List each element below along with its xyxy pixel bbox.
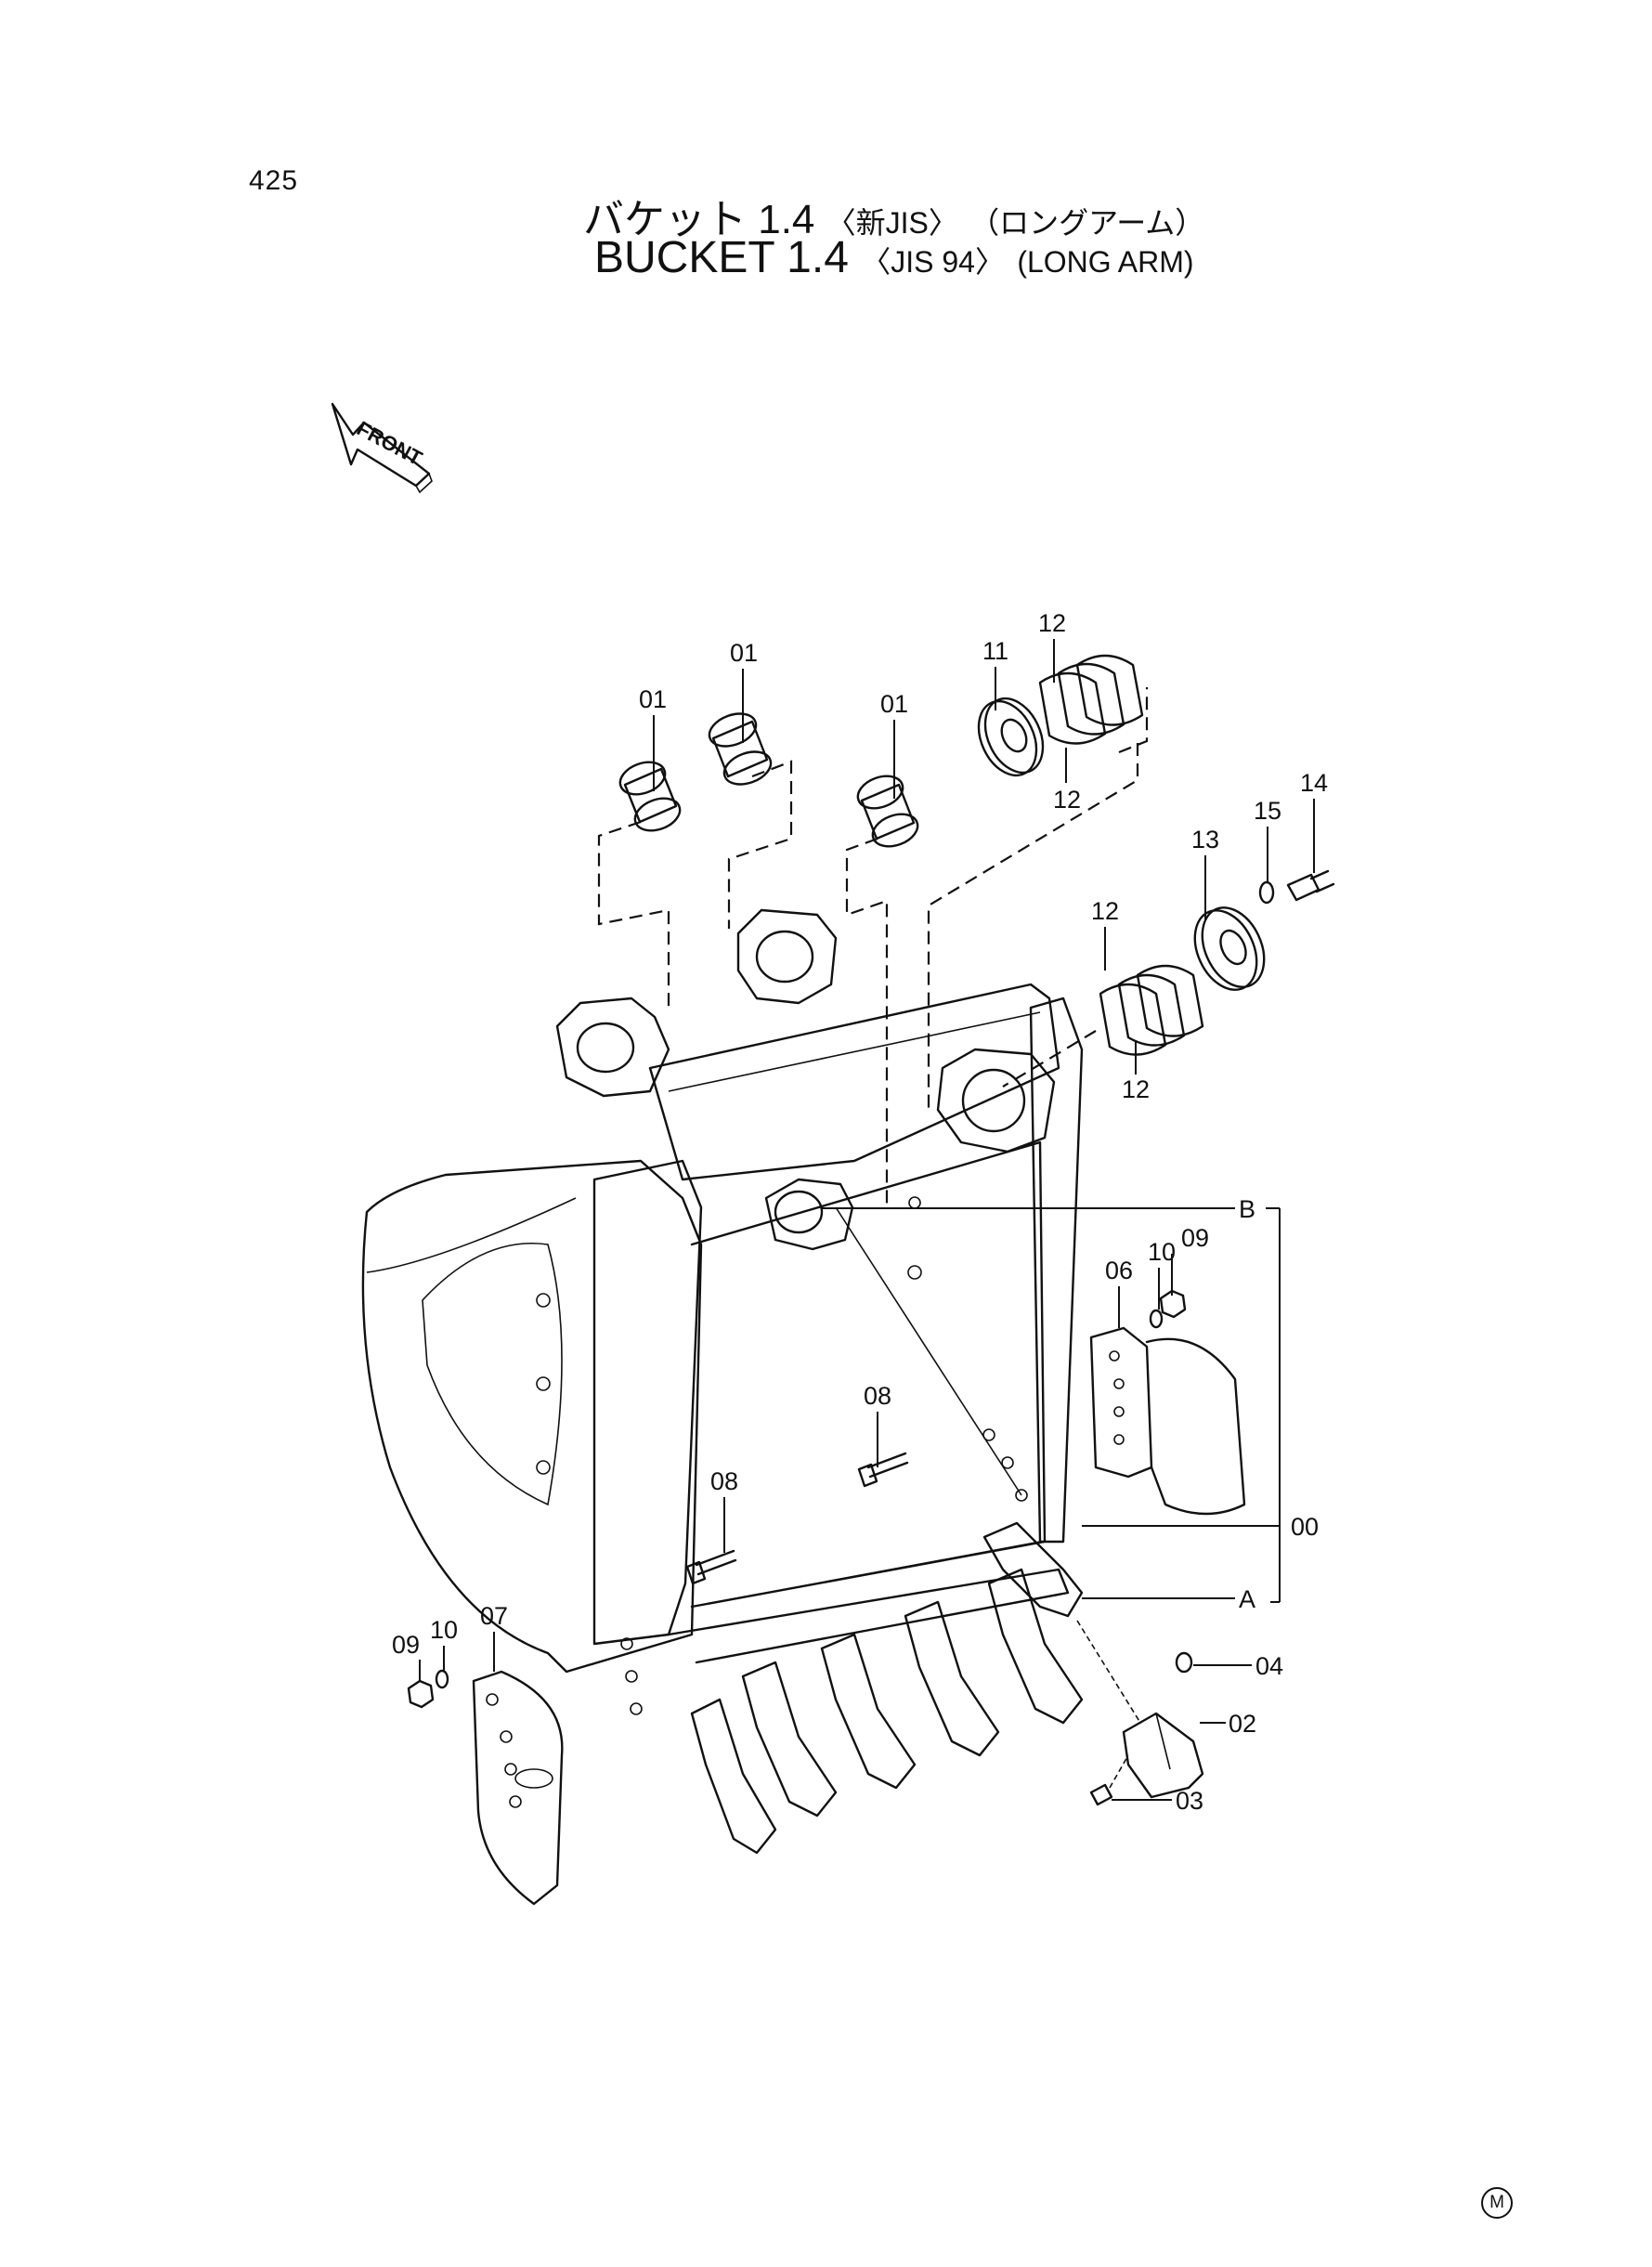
corner-mark: M [1481, 2187, 1513, 2219]
callout-14: 14 [1300, 769, 1328, 797]
callout-07: 07 [480, 1602, 508, 1630]
callout-01-left: 01 [639, 685, 667, 713]
callout-12-top: 12 [1038, 609, 1066, 637]
nut-09-left [407, 1679, 435, 1709]
bushing-01-right [856, 775, 919, 848]
callout-A: A [1239, 1585, 1255, 1613]
washer-10-right [1149, 1309, 1164, 1329]
callout-12-lower-top: 12 [1091, 897, 1119, 925]
tooth-point-02 [1122, 1712, 1204, 1799]
title-en-main: BUCKET 1.4 [594, 233, 849, 282]
callout-15: 15 [1254, 797, 1281, 825]
callout-01-right: 01 [880, 690, 908, 718]
callout-09-right: 09 [1181, 1224, 1209, 1252]
title-japanese: バケット 1.4 〈新JIS〉 （ロングアーム） [583, 186, 1204, 245]
callout-01-middle: 01 [730, 639, 758, 667]
title-en-tag2: (LONG ARM) [1017, 245, 1194, 279]
shims-12-upper [1038, 654, 1144, 745]
callout-03: 03 [1176, 1787, 1203, 1815]
callout-10-left: 10 [430, 1616, 458, 1644]
bolt-08-upper [857, 1452, 909, 1488]
callout-08-upper: 08 [864, 1382, 891, 1410]
front-arrow-label: FRONT [353, 416, 426, 470]
callout-11: 11 [982, 637, 1008, 665]
title-jp-tag2: （ロングアーム） [969, 206, 1205, 240]
side-cutter-06 [1089, 1326, 1246, 1516]
lock-pin-04 [1175, 1651, 1193, 1674]
bolt-14 [1286, 869, 1335, 902]
side-cutter-07 [472, 1670, 564, 1906]
callout-06: 06 [1105, 1257, 1133, 1284]
title-jp-main: バケット 1.4 [583, 197, 815, 242]
callout-04: 04 [1255, 1652, 1283, 1680]
plate-11 [977, 697, 1045, 777]
leader-lines [419, 639, 1315, 1801]
callout-labels: 01 01 01 11 12 12 12 12 13 14 15 B 09 10… [392, 609, 1328, 1815]
title-english: BUCKET 1.4 〈JIS 94〉 (LONG ARM) [594, 232, 1194, 283]
title-en-tag1: 〈JIS 94〉 [861, 245, 1005, 279]
front-arrow-icon: FRONT [331, 402, 433, 494]
callout-08-lower: 08 [710, 1467, 738, 1495]
callout-12-upper-bottom: 12 [1053, 786, 1081, 814]
shims-12-lower [1099, 964, 1204, 1056]
plate-13 [1193, 906, 1266, 991]
bushing-01-middle [708, 712, 773, 786]
assembly-dash-lines [597, 687, 1149, 1207]
callout-10-right: 10 [1148, 1238, 1176, 1266]
bolt-08-lower [685, 1549, 737, 1585]
washer-15 [1258, 880, 1275, 905]
bucket-body [361, 908, 1084, 1715]
bucket-teeth [690, 1521, 1084, 1855]
title-jp-tag1: 〈新JIS〉 [826, 206, 958, 240]
callout-12-lower-bottom: 12 [1122, 1075, 1150, 1103]
callout-00: 00 [1291, 1513, 1319, 1541]
callout-09-left: 09 [392, 1631, 420, 1659]
page-number: 425 [249, 165, 299, 196]
bushing-01-left [618, 761, 682, 832]
callout-02: 02 [1229, 1710, 1256, 1738]
callout-B: B [1239, 1195, 1255, 1223]
callout-13: 13 [1191, 826, 1219, 853]
pin-03 [1089, 1783, 1113, 1806]
washer-10-left [435, 1669, 449, 1689]
